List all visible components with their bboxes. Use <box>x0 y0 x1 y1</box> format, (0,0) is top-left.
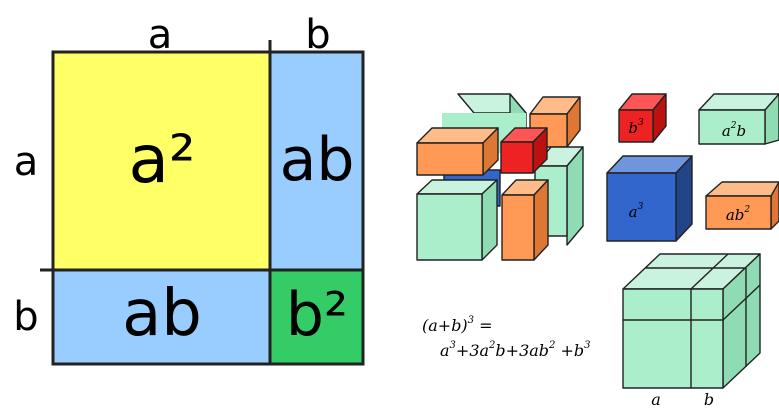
mint-block-front-left <box>416 179 498 261</box>
exploded-cube-assembly <box>416 93 584 261</box>
cube-axis-label-a: a <box>651 390 661 409</box>
label-a-squared-b: a2b <box>722 121 746 140</box>
cube-axis-label-b: b <box>704 390 714 409</box>
area-label-ab-right: ab <box>280 125 355 195</box>
red-block-center <box>500 127 548 174</box>
orange-block-front-right <box>501 179 549 261</box>
label-a-cubed: a3 <box>629 202 644 221</box>
piece-a-squared-b: a2b <box>698 93 779 145</box>
assembled-cube <box>622 253 761 389</box>
formula-line-1: (a+b)3 = <box>422 315 493 335</box>
side-label-b: b <box>13 294 38 340</box>
expansion-formula: (a+b)3 = a3+3a2b+3ab2 +b3 <box>422 315 591 360</box>
ab-bottom-region <box>53 270 270 364</box>
area-label-a-squared: a² <box>129 121 196 198</box>
top-label-a: a <box>148 12 173 58</box>
a-squared-region <box>53 52 270 270</box>
orange-block-top-right <box>529 96 581 148</box>
b-squared-region <box>270 270 363 364</box>
piece-a-cubed: a3 <box>606 155 693 242</box>
piece-b-cubed: b3 <box>618 93 667 143</box>
label-b-cubed: b3 <box>628 118 644 137</box>
top-label-b: b <box>305 12 330 58</box>
formula-line-2: a3+3a2b+3ab2 +b3 <box>440 340 591 360</box>
ab-right-region <box>270 52 363 270</box>
area-label-ab-bottom: ab <box>122 277 202 351</box>
binomial-square-diagram: a b a b a² ab ab b² <box>13 12 365 366</box>
area-label-b-squared: b² <box>286 280 348 350</box>
side-label-a: a <box>14 139 39 185</box>
orange-block-top-left <box>416 127 499 176</box>
piece-a-b-squared: ab2 <box>705 181 779 230</box>
label-a-b-squared: ab2 <box>726 205 751 224</box>
